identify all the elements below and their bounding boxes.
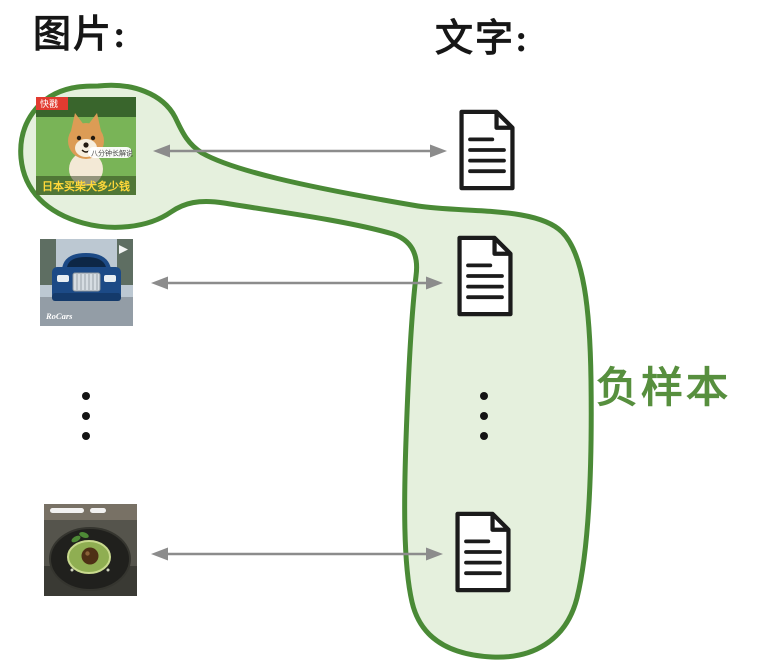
food-photo-thumbnail [44,504,137,596]
dog-caption-text: 日本买柴犬多少钱 [42,179,130,193]
pairing-arrows [151,144,447,561]
arrow-food-doc3 [151,547,443,561]
images-column-title: 图片: [33,14,128,56]
text-document-icon-2 [457,235,513,317]
ellipsis-dot [82,412,90,420]
overlay-text-mark [50,508,84,513]
negative-samples-label: 负样本 [596,366,732,412]
images-vertical-ellipsis-icon [82,392,90,440]
car-watermark-text: RoCars [45,311,73,321]
play-icon [119,245,128,254]
overlay-text-mark [90,508,106,513]
arrow-car-doc2 [151,276,443,290]
text-document-icon-3 [455,511,511,593]
arrow-dog-doc1 [153,144,447,158]
red-banner [36,97,68,110]
texts-vertical-ellipsis-icon [480,392,488,440]
ellipsis-dot [480,392,488,400]
pill-text: 八分钟长解说 [91,149,133,158]
ellipsis-dot [82,392,90,400]
texts-column-title: 文字: [435,18,530,60]
ellipsis-dot [480,412,488,420]
text-document-icon-1 [459,109,515,191]
dog-video-thumbnail: 快戳 八分钟长解说 日本买柴犬多少钱 [36,97,136,195]
banner-text: 快戳 [40,98,58,109]
caption-pill [88,147,132,158]
ellipsis-dot [82,432,90,440]
car-video-thumbnail: RoCars [40,239,133,326]
ellipsis-dot [480,432,488,440]
